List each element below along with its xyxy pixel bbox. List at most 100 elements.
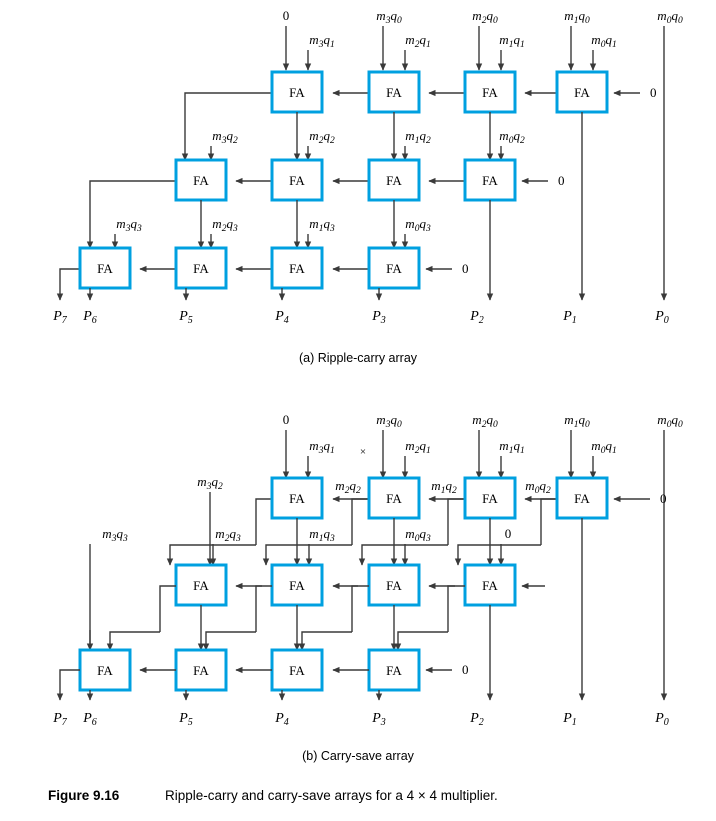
- fa-cell-a-r1c1[interactable]: [367, 70, 421, 114]
- input-label-m0q1: m0q1: [591, 32, 616, 50]
- constant-zero-a-r1: 0: [650, 85, 657, 100]
- wire-b-carry-r2c1-to-r3c1: [202, 631, 256, 651]
- wire-b-carry-r1c2-to-r2c2: [358, 544, 448, 566]
- input-label-m0q0: m0q0: [657, 8, 683, 26]
- input-label-b-m1q1: m1q1: [499, 438, 524, 456]
- output-p2-b: P2: [469, 711, 484, 728]
- fa-cell-a-r3c2[interactable]: [270, 246, 324, 290]
- output-p7-b: P7: [52, 711, 68, 728]
- fa-label-a-r2c0: FA: [193, 173, 209, 188]
- figure-caption-text: Ripple-carry and carry-save arrays for a…: [165, 788, 498, 803]
- fa-cell-a-r2c3[interactable]: [463, 158, 517, 202]
- fa-label-a-r3c1: FA: [193, 261, 209, 276]
- fa-cell-b-r2c1[interactable]: [270, 563, 324, 607]
- fa-label-b-r3c2: FA: [289, 663, 305, 678]
- constant-zero-b-r1: 0: [660, 491, 667, 506]
- fa-cell-b-r1c3[interactable]: [555, 476, 609, 520]
- artifact-x-mark: ×: [360, 446, 366, 458]
- wire-b-carry-r1c1-to-r2c1: [262, 544, 352, 566]
- input-label-b-m2q3: m2q3: [215, 526, 241, 544]
- fa-cell-a-r1c2[interactable]: [463, 70, 517, 114]
- wire-carry-wrap-a-r1-to-r2: [181, 92, 272, 161]
- fa-label-b-r3c3: FA: [386, 663, 402, 678]
- diagram-carry-save-array: m3q0 m2q0 m1q0 m0q0 0 m3q1 m2q1 m1q1 m0q…: [52, 412, 683, 763]
- output-p6-a: P6: [82, 309, 97, 326]
- input-label-b-m3q3: m3q3: [102, 526, 128, 544]
- fa-label-b-r3c0: FA: [97, 663, 113, 678]
- input-label-b-m0q2: m0q2: [525, 478, 551, 496]
- figure-caption-block: Figure 9.16 Ripple-carry and carry-save …: [48, 788, 498, 803]
- fa-label-a-r2c3: FA: [482, 173, 498, 188]
- input-label-b-m0q3: m0q3: [405, 526, 431, 544]
- input-label-b-m3q0: m3q0: [376, 412, 402, 430]
- wire-b-carry-stub-r2c0: [159, 585, 176, 632]
- constant-zero-a-r2: 0: [558, 173, 565, 188]
- subcaption-a: (a) Ripple-carry array: [299, 351, 418, 365]
- output-p7-a: P7: [52, 309, 68, 326]
- output-p3-b: P3: [371, 711, 386, 728]
- wire-b-carry-stub-r1c1: [351, 498, 369, 545]
- fa-cell-b-r3c2[interactable]: [270, 648, 324, 692]
- input-label-b-m2q0: m2q0: [472, 412, 498, 430]
- constant-zero-b-r3: 0: [462, 662, 469, 677]
- output-p4-a: P4: [274, 309, 289, 326]
- wire-carry-a-r3c0-to-p7: [56, 268, 80, 301]
- fa-label-b-r2c3: FA: [482, 578, 498, 593]
- output-p1-b: P1: [562, 711, 577, 728]
- input-label-m2q2: m2q2: [309, 128, 335, 146]
- input-label-b-m2q1: m2q1: [405, 438, 430, 456]
- input-label-b-m0q0: m0q0: [657, 412, 683, 430]
- fa-label-b-r1c1: FA: [386, 491, 402, 506]
- wire-b-carry-r1c0-to-r2c0: [166, 544, 256, 566]
- fa-label-a-r2c1: FA: [289, 173, 305, 188]
- input-label-m3q0: m3q0: [376, 8, 402, 26]
- input-label-m3q1: m3q1: [309, 32, 334, 50]
- fa-cell-b-r1c0[interactable]: [270, 476, 324, 520]
- constant-zero-a-top: 0: [283, 8, 290, 23]
- subcaption-b: (b) Carry-save array: [302, 749, 415, 763]
- output-p5-a: P5: [178, 309, 193, 326]
- wire-b-carry-stub-r1c2: [447, 498, 465, 545]
- input-label-m1q1: m1q1: [499, 32, 524, 50]
- fa-cell-a-r3c1[interactable]: [174, 246, 228, 290]
- fa-label-a-r1c0: FA: [289, 85, 305, 100]
- wire-b-carry-stub-r2c3: [447, 585, 465, 632]
- fa-label-b-r2c1: FA: [289, 578, 305, 593]
- wire-b-carry-stub-r1c0: [255, 498, 272, 545]
- fa-label-a-r2c2: FA: [386, 173, 402, 188]
- fa-label-b-r2c2: FA: [386, 578, 402, 593]
- input-label-m0q2: m0q2: [499, 128, 525, 146]
- wire-b-carry-stub-r2c1: [255, 585, 272, 632]
- figure-number: Figure 9.16: [48, 788, 120, 803]
- input-label-b-m1q0: m1q0: [564, 412, 590, 430]
- fa-label-a-r3c0: FA: [97, 261, 113, 276]
- constant-zero-b-r2-top: 0: [505, 526, 512, 541]
- fa-cell-a-r3c0[interactable]: [78, 246, 132, 290]
- fa-cell-b-r2c2[interactable]: [367, 563, 421, 607]
- input-label-m1q2: m1q2: [405, 128, 431, 146]
- output-p6-b: P6: [82, 711, 97, 728]
- input-label-m2q3: m2q3: [212, 216, 238, 234]
- wire-b-carry-r2c3-to-r3c3: [394, 631, 448, 651]
- constant-zero-b-top: 0: [283, 412, 290, 427]
- input-label-m1q0: m1q0: [564, 8, 590, 26]
- fa-label-b-r1c3: FA: [574, 491, 590, 506]
- wire-b-carry-stub-r1c3: [540, 498, 557, 545]
- input-label-b-m1q3: m1q3: [309, 526, 335, 544]
- diagram-ripple-carry-array: m3q0 m2q0 m1q0 m0q0 0 m3q1 m2q1 m1q1 m0q…: [52, 8, 683, 365]
- fa-label-b-r1c0: FA: [289, 491, 305, 506]
- input-label-m3q3: m3q3: [116, 216, 142, 234]
- output-p0-b: P0: [654, 711, 669, 728]
- input-label-b-m3q2: m3q2: [197, 474, 223, 492]
- input-label-m0q3: m0q3: [405, 216, 431, 234]
- input-label-b-m1q2: m1q2: [431, 478, 457, 496]
- fa-cell-a-r3c3[interactable]: [367, 246, 421, 290]
- output-p1-a: P1: [562, 309, 577, 326]
- wire-b-carry-r1c3-to-r2c3: [454, 544, 541, 566]
- fa-label-b-r3c1: FA: [193, 663, 209, 678]
- fa-cell-b-r2c3[interactable]: [463, 563, 517, 607]
- fa-cell-b-r3c0[interactable]: [78, 648, 132, 692]
- wire-b-carry-r2c2-to-r3c2: [298, 631, 352, 651]
- fa-cell-b-r3c3[interactable]: [367, 648, 421, 692]
